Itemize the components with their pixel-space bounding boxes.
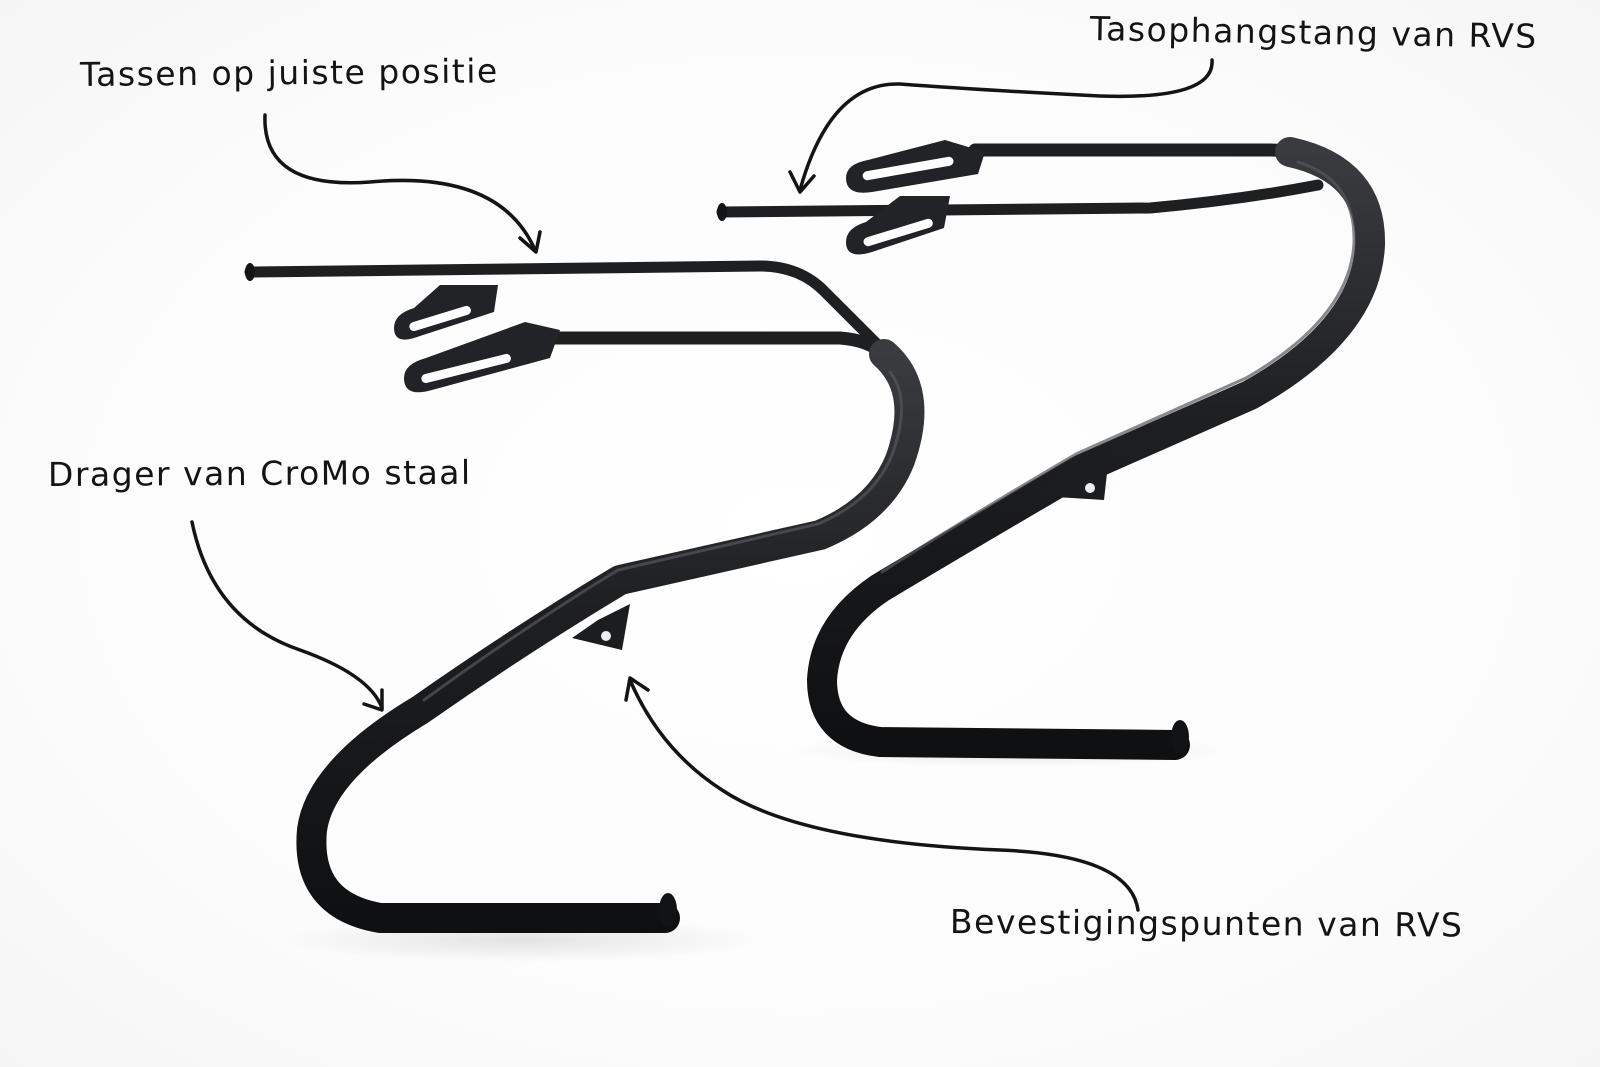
left-rack-lower-tab — [404, 322, 560, 393]
left-rack-inner-rail — [538, 331, 891, 361]
right-rack-inner-rail — [968, 143, 1325, 172]
callout-mounting-points: Bevestigingspunten van RVS — [949, 902, 1464, 945]
left-rack-tube-highlight — [422, 370, 903, 702]
callout-carrier-material: Drager van CroMo staal — [47, 452, 472, 494]
right-rack-main-tube — [807, 137, 1386, 760]
arrow-tassen — [263, 113, 542, 254]
left-rack-rod-end — [245, 263, 255, 281]
left-rack-main-tube — [296, 339, 925, 933]
callout-bag-position: Tassen op juiste positie — [79, 51, 499, 94]
callout-bag-rod: Tasophangstang van RVS — [1089, 9, 1539, 56]
left-rack — [244, 260, 925, 933]
right-rack-bag-rod — [716, 179, 1324, 218]
arrow-drager — [190, 520, 384, 712]
right-rack-lower-tab — [846, 196, 950, 255]
right-rack-tube-end — [1171, 720, 1189, 754]
left-rack-tube-end — [659, 893, 677, 927]
left-rack-bag-rod — [244, 260, 891, 358]
right-rack-mounting-point — [1040, 446, 1110, 500]
left-rack-mounting-point — [572, 604, 630, 650]
callout-arrows — [190, 58, 1214, 912]
right-rack — [716, 137, 1386, 760]
left-rack-upper-tab — [394, 285, 498, 340]
right-rack-rod-end — [717, 203, 727, 221]
arrow-tasophang — [788, 58, 1214, 194]
right-rack-upper-tab — [846, 140, 985, 193]
arrow-bevestiging — [624, 676, 1140, 912]
right-rack-tube-highlight — [880, 160, 1356, 574]
